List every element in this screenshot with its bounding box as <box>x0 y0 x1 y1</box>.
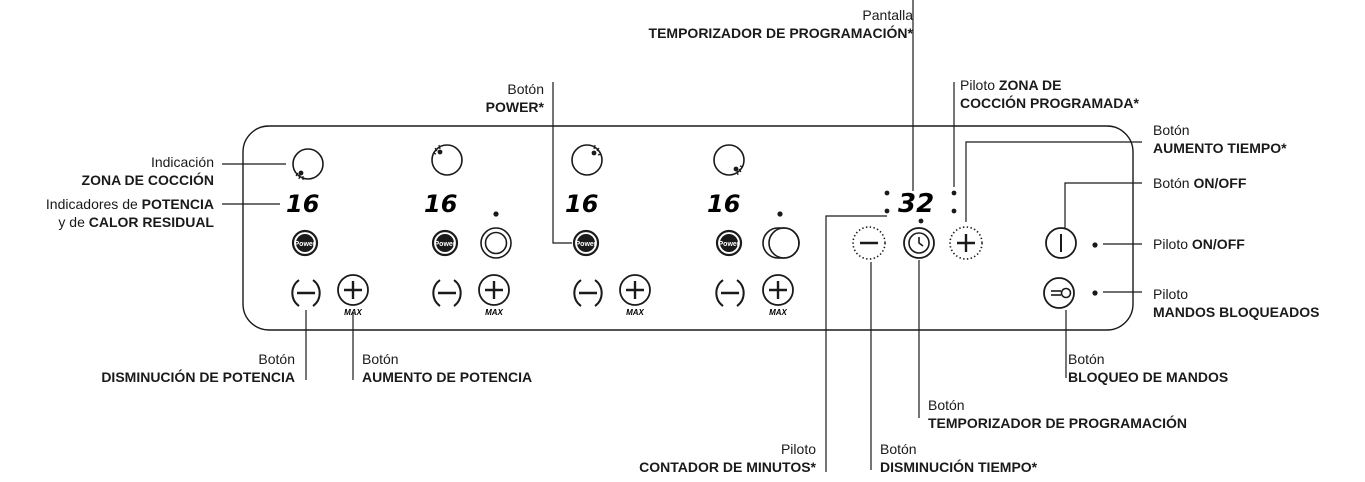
power-increase-button-2[interactable]: MAX <box>477 273 511 317</box>
label-boton-disminucion-tiempo: Botón DISMINUCIÓN TIEMPO* <box>880 440 1037 476</box>
zone-indicator-2 <box>431 144 463 176</box>
label-line-bold: TEMPORIZADOR DE PROGRAMACIÓN* <box>648 25 913 41</box>
label-line-bold: AUMENTO DE POTENCIA <box>362 369 533 385</box>
label-line: y de <box>58 214 89 230</box>
svg-text:MAX: MAX <box>626 308 644 317</box>
label-line: Botón <box>928 397 965 413</box>
power-decrease-button-2[interactable] <box>432 278 462 308</box>
label-boton-power: Botón POWER* <box>486 80 544 116</box>
time-increase-button[interactable] <box>949 226 983 260</box>
label-piloto-contador: Piloto CONTADOR DE MINUTOS* <box>639 440 816 476</box>
label-indicadores: Indicadores de POTENCIA y de CALOR RESID… <box>46 195 214 231</box>
label-line-bold: TEMPORIZADOR DE PROGRAMACIÓN <box>928 415 1187 431</box>
zone-indicator-4 <box>713 144 745 176</box>
power-increase-button-3[interactable]: MAX <box>618 273 652 317</box>
label-line-bold: ON/OFF <box>1191 236 1245 252</box>
label-boton-bloqueo: Botón BLOQUEO DE MANDOS <box>1068 350 1228 386</box>
power-display-1: 16 <box>286 190 319 218</box>
power-display-3: 16 <box>565 190 598 218</box>
power-decrease-button-1[interactable] <box>291 278 321 308</box>
label-line: Botón <box>507 81 544 97</box>
timer-display: 32 <box>884 189 957 224</box>
label-piloto-zona: Piloto ZONA DE COCCIÓN PROGRAMADA* <box>960 76 1139 112</box>
label-piloto-mandos: Piloto MANDOS BLOQUEADOS <box>1153 285 1319 321</box>
label-line-bold: AUMENTO TIEMPO* <box>1153 140 1287 156</box>
svg-text:Power: Power <box>294 241 315 248</box>
power-display-4: 16 <box>707 190 740 218</box>
label-line: Botón <box>880 441 917 457</box>
power-decrease-button-3[interactable] <box>573 278 603 308</box>
label-line: Botón <box>1068 351 1105 367</box>
label-line-bold: CALOR RESIDUAL <box>88 214 214 230</box>
zone-indicator-3 <box>571 144 603 176</box>
label-line-bold: MANDOS BLOQUEADOS <box>1153 304 1320 320</box>
label-line-bold: POTENCIA <box>141 196 214 212</box>
svg-text:MAX: MAX <box>769 308 787 317</box>
label-line: Indicación <box>150 154 214 170</box>
power-button-3[interactable]: Power <box>572 229 600 257</box>
on-off-led <box>1092 242 1098 248</box>
timer-button[interactable] <box>903 227 935 259</box>
label-line: Indicadores de <box>45 196 142 212</box>
power-button-2[interactable]: Power <box>431 229 459 257</box>
label-indicacion: Indicación ZONA DE COCCIÓN <box>82 153 214 189</box>
label-line-bold: DISMINUCIÓN DE POTENCIA <box>101 369 295 385</box>
dual-zone-dot-2 <box>493 211 499 217</box>
power-display-2: 16 <box>424 190 457 218</box>
svg-text:Power: Power <box>434 241 455 248</box>
label-line-bold: POWER* <box>485 99 544 115</box>
label-line-bold: ZONA DE <box>998 77 1062 93</box>
label-boton-disminucion-potencia: Botón DISMINUCIÓN DE POTENCIA <box>101 350 295 386</box>
label-line: Piloto <box>960 77 999 93</box>
label-line: Piloto <box>780 441 816 457</box>
label-line: Botón <box>1153 122 1190 138</box>
svg-text:MAX: MAX <box>485 308 503 317</box>
label-line-bold: CONTADOR DE MINUTOS* <box>639 459 816 475</box>
dual-zone-button[interactable] <box>480 227 512 259</box>
power-button-1[interactable]: Power <box>291 229 319 257</box>
lock-button[interactable] <box>1043 277 1075 309</box>
power-increase-button-4[interactable]: MAX <box>761 273 795 317</box>
label-boton-aumento-tiempo: Botón AUMENTO TIEMPO* <box>1153 121 1287 157</box>
time-decrease-button[interactable] <box>852 226 886 260</box>
on-off-button[interactable] <box>1045 227 1077 259</box>
leader-lines <box>222 0 1142 472</box>
lock-led <box>1092 290 1098 296</box>
label-boton-onoff: Botón ON/OFF <box>1153 174 1246 192</box>
label-line-bold: ON/OFF <box>1193 175 1247 191</box>
power-decrease-button-4[interactable] <box>715 278 745 308</box>
zone-indicator-1 <box>292 148 324 180</box>
svg-text:32: 32 <box>898 189 934 219</box>
label-line: Botón <box>362 351 399 367</box>
label-line-bold: ZONA DE COCCIÓN <box>81 172 214 188</box>
label-line-bold: BLOQUEO DE MANDOS <box>1068 369 1229 385</box>
label-line: Piloto <box>1153 236 1192 252</box>
label-line: Pantalla <box>862 7 913 23</box>
label-boton-aumento-potencia: Botón AUMENTO DE POTENCIA <box>362 350 532 386</box>
extended-zone-button[interactable] <box>762 227 800 259</box>
label-line: Botón <box>258 351 295 367</box>
power-button-4[interactable]: Power <box>715 229 743 257</box>
label-line: Piloto <box>1153 286 1189 302</box>
svg-text:Power: Power <box>575 241 596 248</box>
control-panel <box>242 125 1134 331</box>
label-line-bold: COCCIÓN PROGRAMADA* <box>960 95 1139 111</box>
label-piloto-onoff: Piloto ON/OFF <box>1153 235 1245 253</box>
label-boton-temporizador: Botón TEMPORIZADOR DE PROGRAMACIÓN <box>928 396 1187 432</box>
svg-text:Power: Power <box>718 241 739 248</box>
label-line: Botón <box>1153 175 1194 191</box>
dual-zone-dot-4 <box>777 211 783 217</box>
label-pantalla: Pantalla TEMPORIZADOR DE PROGRAMACIÓN* <box>649 6 913 42</box>
label-line-bold: DISMINUCIÓN TIEMPO* <box>880 459 1038 475</box>
power-increase-button-1[interactable]: MAX <box>336 273 370 317</box>
